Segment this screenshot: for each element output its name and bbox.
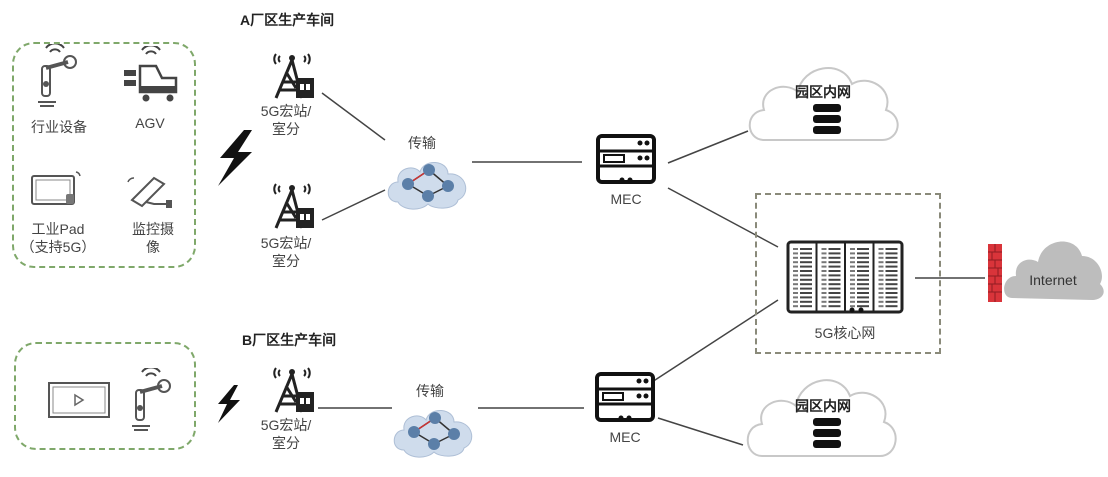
device-label-industrial-pad: 工业Pad （支持5G）: [18, 220, 98, 256]
screen-icon: [48, 382, 110, 423]
core-network-label: 5G核心网: [814, 325, 876, 341]
core-network-group: [755, 193, 941, 354]
robot-arm-icon: [32, 42, 82, 113]
wireless-lightning-icon: [212, 128, 258, 193]
link-bs2-transport: [321, 189, 386, 221]
device-label-line1: 工业Pad: [31, 221, 85, 237]
wireless-lightning-icon: [214, 384, 242, 429]
transport-network-cloud-icon: [384, 152, 474, 217]
transport-network-cloud-icon: [390, 400, 480, 465]
base-station-label: 5G宏站/ 室分: [256, 234, 316, 270]
transport-label: 传输: [408, 135, 436, 151]
device-label-agv: AGV: [135, 115, 165, 131]
forklift-icon: [120, 44, 180, 111]
mec-label: MEC: [609, 429, 641, 445]
device-label-industrial-equipment: 行业设备: [31, 119, 87, 135]
internet-cloud-icon: [1002, 228, 1106, 309]
link-mec-a-intranet: [667, 130, 749, 164]
base-station-label-line2: 室分: [272, 121, 300, 137]
mec-server-icon: [596, 134, 656, 189]
base-station-icon: [262, 362, 322, 421]
base-station-label-line1: 5G宏站/: [260, 103, 312, 119]
firewall-icon: [988, 244, 1002, 307]
factory-b-device-group: [14, 342, 196, 450]
device-label-line2: 像: [146, 239, 160, 255]
internet-label: Internet: [1029, 272, 1077, 288]
base-station-label-line2: 室分: [272, 435, 300, 451]
factory-a-device-group: [12, 42, 196, 268]
device-label-line2: （支持5G）: [20, 239, 96, 255]
base-station-label-line1: 5G宏站/: [260, 235, 312, 251]
park-intranet-label: 园区内网: [795, 84, 851, 100]
base-station-label-line1: 5G宏站/: [260, 417, 312, 433]
base-station-label: 5G宏站/ 室分: [256, 102, 316, 138]
link-bs1-transport: [321, 92, 386, 141]
database-icon: [813, 104, 841, 139]
camera-icon: [124, 174, 176, 215]
transport-label: 传输: [416, 383, 444, 399]
link-mec-b-core: [651, 299, 779, 383]
base-station-label: 5G宏站/ 室分: [256, 416, 316, 452]
link-mec-a-core: [667, 187, 779, 248]
factory-a-title: A厂区生产车间: [240, 12, 335, 28]
core-server-rack-icon: [786, 240, 904, 319]
base-station-icon: [262, 178, 322, 237]
mec-label: MEC: [610, 191, 642, 207]
base-station-icon: [262, 48, 322, 107]
device-label-surveillance-camera: 监控摄 像: [128, 220, 178, 256]
device-label-line1: 监控摄: [132, 221, 174, 237]
base-station-label-line2: 室分: [272, 253, 300, 269]
robot-arm-icon: [128, 366, 178, 437]
mec-server-icon: [595, 372, 655, 427]
tablet-icon: [30, 168, 86, 213]
database-icon: [813, 418, 841, 453]
link-mec-b-intranet: [657, 417, 744, 446]
park-intranet-label: 园区内网: [795, 398, 851, 414]
factory-b-title: B厂区生产车间: [242, 332, 337, 348]
